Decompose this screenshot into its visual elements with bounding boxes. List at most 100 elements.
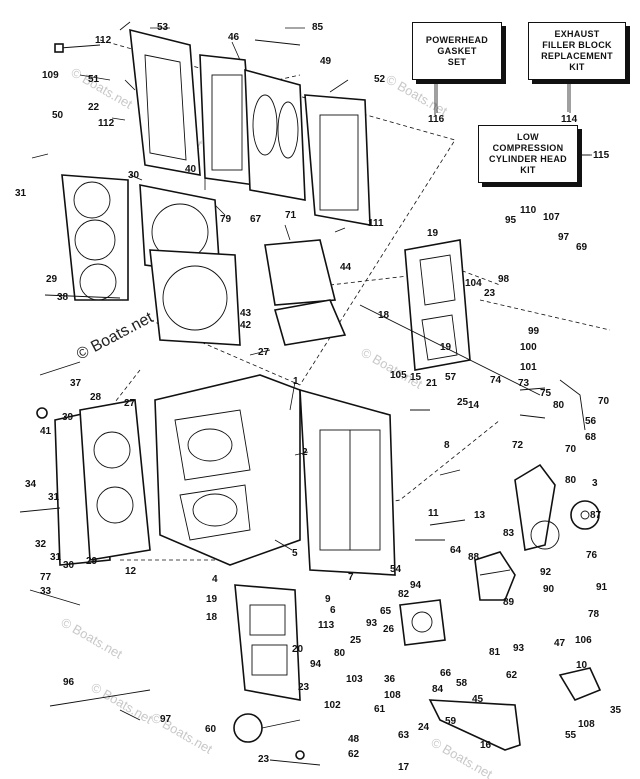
callout-number: 57 xyxy=(445,372,457,383)
callout-number: 71 xyxy=(285,210,297,221)
callout-number: 16 xyxy=(480,740,492,751)
callout-number: 5 xyxy=(292,548,298,559)
callout-number: 94 xyxy=(410,580,422,591)
callout-number: 99 xyxy=(528,326,540,337)
callout-number: 19 xyxy=(427,228,439,239)
callout-number: 19 xyxy=(440,342,452,353)
kit-box-exhaust: EXHAUST FILLER BLOCK REPLACEMENT KIT xyxy=(528,22,630,84)
callout-number: 32 xyxy=(35,539,47,550)
callout-number: 85 xyxy=(312,22,324,33)
callout-number: 36 xyxy=(384,674,396,685)
callout-number: 93 xyxy=(366,618,378,629)
callout-number: 40 xyxy=(185,164,197,175)
callout-number: 19 xyxy=(206,594,218,605)
callout-number: 45 xyxy=(472,694,484,705)
callout-number: 72 xyxy=(512,440,524,451)
callout-number: 49 xyxy=(320,56,332,67)
watermark: © Boats.net xyxy=(59,615,126,662)
callout-number: 94 xyxy=(310,659,322,670)
callout-number: 20 xyxy=(292,644,304,655)
callout-number: 70 xyxy=(565,444,577,455)
callout-number: 84 xyxy=(432,684,444,695)
callout-number: 31 xyxy=(48,492,60,503)
callout-number: 13 xyxy=(474,510,486,521)
callout-number: 97 xyxy=(160,714,172,725)
callout-number: 18 xyxy=(206,612,218,623)
callout-number: 25 xyxy=(457,397,469,408)
callout-number: 30 xyxy=(128,170,140,181)
callout-number: 63 xyxy=(398,730,410,741)
callout-number: 54 xyxy=(390,564,402,575)
callout-number: 50 xyxy=(52,110,64,121)
callout-number: 102 xyxy=(324,700,341,711)
watermark: © Boats.net xyxy=(74,309,156,364)
callout-number: 23 xyxy=(484,288,496,299)
callout-number: 111 xyxy=(368,218,384,229)
callout-number: 51 xyxy=(88,74,100,85)
callout-number: 68 xyxy=(585,432,597,443)
callout-number: 29 xyxy=(46,274,58,285)
cylinder-head-assembly xyxy=(61,174,241,346)
callout-number: 98 xyxy=(498,274,510,285)
callout-number: 112 xyxy=(98,118,115,129)
callout-number: 11 xyxy=(428,508,439,519)
callout-number: 3 xyxy=(592,478,598,489)
callout-number: 89 xyxy=(503,597,515,608)
callout-number: 75 xyxy=(540,388,552,399)
callout-number: 52 xyxy=(374,74,386,85)
callout-number: 113 xyxy=(318,620,335,631)
callout-number: 100 xyxy=(520,342,537,353)
callout-number: 87 xyxy=(590,510,602,521)
callout-labels: 53 112 85 109 51 46 49 52 50 22 112 31 3… xyxy=(15,22,622,773)
callout-number: 22 xyxy=(88,102,100,113)
callout-number: 48 xyxy=(348,734,360,745)
callout-number: 64 xyxy=(450,545,462,556)
callout-number: 47 xyxy=(554,638,566,649)
callout-number: 93 xyxy=(513,643,525,654)
callout-number: 104 xyxy=(465,278,482,289)
callout-number: 77 xyxy=(40,572,52,583)
callout-number: 53 xyxy=(157,22,169,33)
callout-number: 18 xyxy=(378,310,390,321)
callout-number: 55 xyxy=(565,730,577,741)
callout-number: 42 xyxy=(240,320,252,331)
callout-number: 34 xyxy=(25,479,37,490)
callout-number: 61 xyxy=(374,704,386,715)
callout-number: 38 xyxy=(57,292,69,303)
callout-number: 30 xyxy=(63,560,75,571)
callout-number: 81 xyxy=(489,647,501,658)
callout-number: 21 xyxy=(426,378,438,389)
callout-number: 110 xyxy=(520,205,537,216)
carburetor-assembly xyxy=(233,584,301,743)
crankcase-block xyxy=(154,374,396,576)
callout-number: 29 xyxy=(86,556,98,567)
callout-number: 58 xyxy=(456,678,468,689)
callout-number: 66 xyxy=(440,668,452,679)
callout-number: 80 xyxy=(334,648,346,659)
callout-number: 83 xyxy=(503,528,515,539)
callout-number: 103 xyxy=(346,674,363,685)
kit-number-exhaust: 114 xyxy=(561,114,578,125)
watermark: © Boats.net xyxy=(69,65,136,112)
callout-number: 46 xyxy=(228,32,240,43)
callout-number: 67 xyxy=(250,214,262,225)
kit-number-powerhead: 116 xyxy=(428,114,445,125)
callout-number: 25 xyxy=(350,635,362,646)
callout-number: 59 xyxy=(445,716,457,727)
callout-number: 14 xyxy=(468,400,480,411)
callout-number: 90 xyxy=(543,584,555,595)
fasteners xyxy=(19,21,546,766)
callout-number: 12 xyxy=(125,566,137,577)
callout-number: 78 xyxy=(588,609,600,620)
callout-number: 9 xyxy=(325,594,331,605)
side-cover-gaskets xyxy=(54,399,151,566)
callout-number: 31 xyxy=(15,188,27,199)
callout-number: 96 xyxy=(63,677,75,688)
callout-number: 70 xyxy=(598,396,610,407)
callout-number: 28 xyxy=(90,392,102,403)
callout-number: 26 xyxy=(383,624,395,635)
callout-number: 76 xyxy=(586,550,598,561)
callout-number: 15 xyxy=(410,372,422,383)
kit-box-label: LOW COMPRESSION CYLINDER HEAD KIT xyxy=(478,125,578,183)
